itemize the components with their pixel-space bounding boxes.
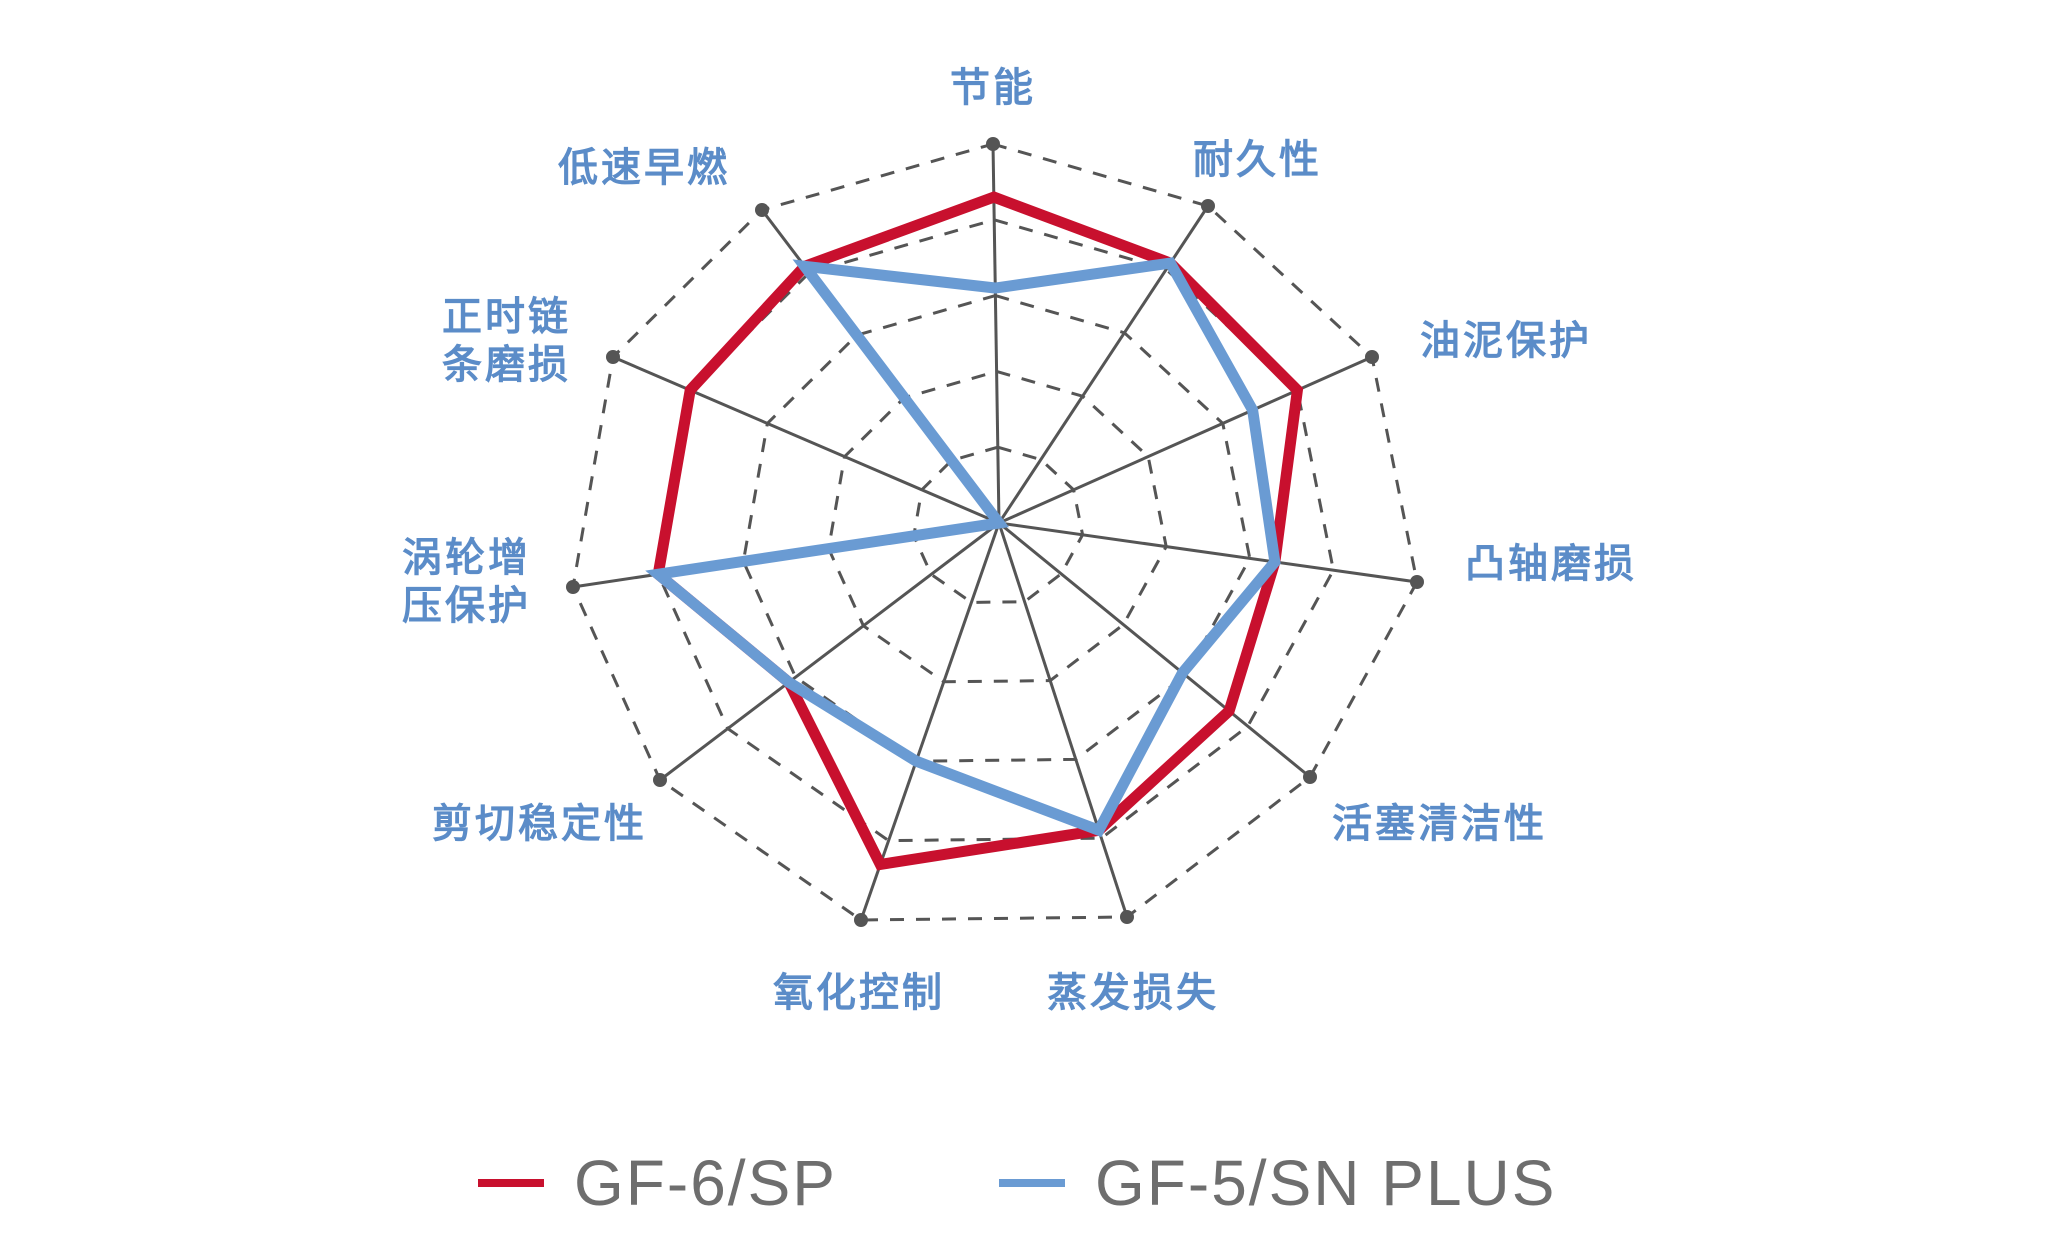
radar-series — [645, 191, 1304, 871]
axis-end-dot-icon — [1410, 575, 1424, 589]
axis-end-dot-icon — [986, 137, 1000, 151]
axis-label-energy-saving: 节能 — [950, 65, 1036, 111]
axis-label-oxidation-control: 氧化控制 — [773, 970, 945, 1016]
axis-end-dot-icon — [1303, 770, 1317, 784]
grid-ring — [741, 294, 1252, 763]
axis-label-cam-wear: 凸轴磨损 — [1465, 541, 1637, 587]
axis-end-dot-icon — [1120, 910, 1134, 924]
axis-label-timing-chain-wear: 正时链 条磨损 — [442, 294, 571, 388]
grid-ring — [912, 445, 1085, 604]
axis-label-evaporation-loss: 蒸发损失 — [1047, 970, 1219, 1016]
axis-label-shear-stability: 剪切稳定性 — [432, 801, 647, 847]
axis-line — [997, 522, 1129, 918]
axis-line — [998, 521, 1311, 779]
axis-end-dot-icon — [854, 913, 868, 927]
radar-axes — [572, 143, 1418, 921]
axis-end-dot-icon — [606, 350, 620, 364]
axis-end-dot-icon — [1201, 199, 1215, 213]
axis-label-durability: 耐久性 — [1193, 137, 1322, 183]
axis-line — [859, 522, 1001, 921]
grid-ring — [827, 369, 1168, 684]
legend-item-gf6: GF-6/SP — [478, 1147, 837, 1219]
axis-label-turbo-protection: 涡轮增 压保护 — [402, 535, 531, 629]
axis-label-lspi: 低速早燃 — [558, 145, 730, 191]
series-gf6-sp — [652, 191, 1304, 871]
axis-end-dot-icon — [653, 773, 667, 787]
axis-line — [612, 355, 1000, 525]
axis-line — [998, 521, 1418, 584]
axis-end-dot-icon — [1365, 350, 1379, 364]
axis-line — [998, 355, 1373, 525]
axis-line — [659, 521, 1000, 782]
axis-end-dot-icon — [566, 580, 580, 594]
grid-ring — [571, 142, 1419, 922]
axis-end-dots — [566, 137, 1424, 927]
axis-label-piston-cleanliness: 活塞清洁性 — [1332, 801, 1547, 847]
axis-end-dot-icon — [755, 203, 769, 217]
legend-item-gf5: GF-5/SN PLUS — [999, 1147, 1557, 1219]
legend-label: GF-5/SN PLUS — [1095, 1147, 1557, 1219]
series-gf5-sn-plus — [645, 257, 1281, 838]
legend-swatch-blue-icon — [999, 1179, 1065, 1187]
axis-label-sludge-protection: 油泥保护 — [1420, 318, 1592, 364]
axis-line — [991, 143, 1001, 524]
legend-label: GF-6/SP — [574, 1147, 837, 1219]
legend-swatch-red-icon — [478, 1179, 544, 1187]
